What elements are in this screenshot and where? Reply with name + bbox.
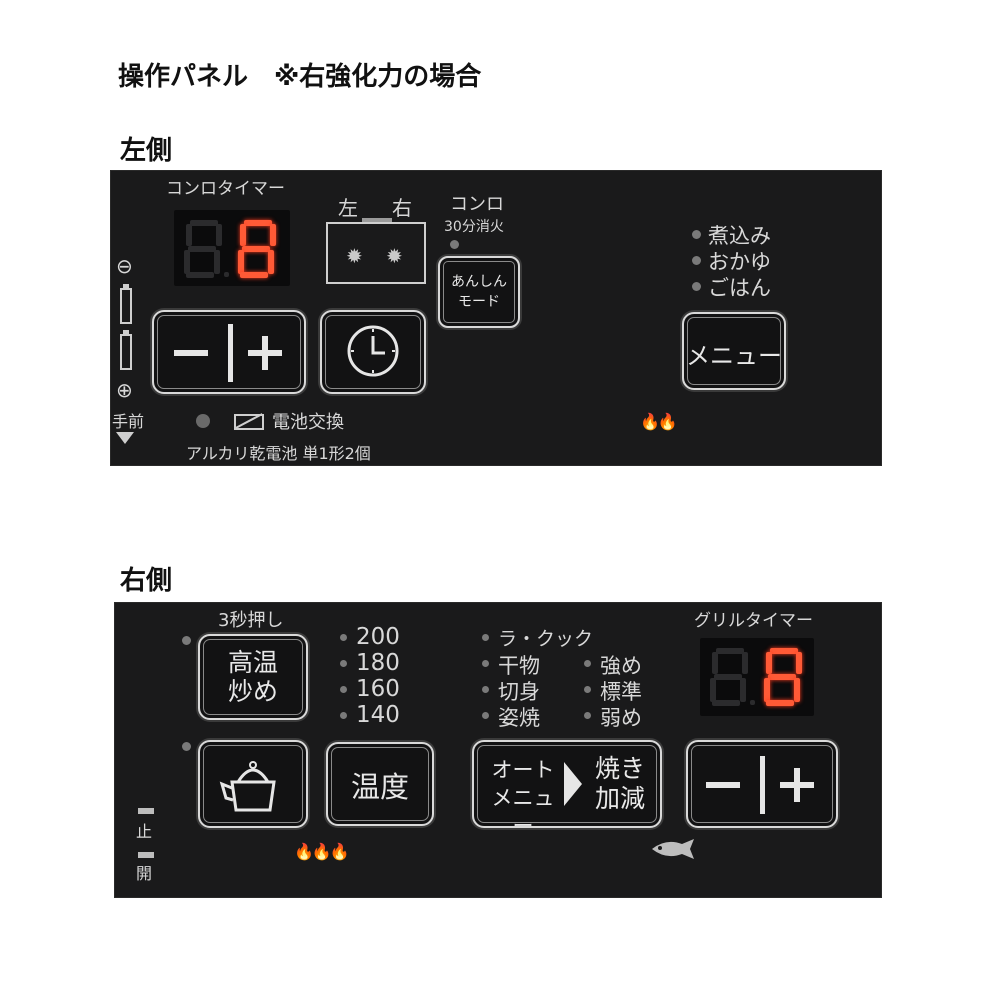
kettle-icon	[219, 761, 276, 812]
auto-menu-bake-adjust-button[interactable]: オート メニュー 焼き 加減	[472, 740, 662, 838]
left-control-panel: ⊖ ⊕ 手前 コンロタイマー 8 左 右 ✹ ✹ コンロ 30分消火	[110, 170, 882, 466]
burner-left-label: 左	[338, 196, 358, 220]
anshin-mode-button[interactable]: あんしん モード	[438, 256, 520, 328]
burner-right-label: 右	[392, 196, 412, 220]
konro-timer-display: 8	[174, 210, 290, 286]
level-led-strong	[584, 660, 591, 667]
temp-180: 180	[356, 650, 400, 676]
burner-select-bar	[362, 218, 392, 223]
mode-led-4	[482, 712, 489, 719]
konro-timer-label: コンロタイマー	[166, 179, 285, 199]
stop-marker-icon	[138, 808, 154, 814]
anshin-mode-label-line1: あんしん	[451, 274, 507, 290]
auto-menu-label-line2: メニュー	[491, 786, 555, 838]
stop-label: 止	[136, 822, 153, 841]
burner-left-indicator-icon: ✹	[346, 244, 363, 268]
battery-replace-label: 電池交換	[272, 412, 344, 433]
temp-200: 200	[356, 624, 400, 650]
level-standard: 標準	[600, 680, 642, 704]
page-title: 操作パネル ※右強化力の場合	[118, 62, 482, 92]
battery-cell-icon	[120, 288, 132, 324]
battery-cell-cap-icon	[123, 330, 129, 334]
temp-led-160	[340, 686, 347, 693]
grill-timer-minus-plus-button[interactable]	[686, 740, 838, 828]
menu-led-3	[692, 282, 701, 291]
temperature-button-label: 温度	[350, 770, 409, 804]
left-panel-heading: 左側	[120, 136, 173, 166]
open-label: 開	[136, 864, 153, 883]
triple-flame-icon: 🔥🔥🔥	[294, 842, 350, 861]
temp-led-200	[340, 634, 347, 641]
burner-right-indicator-icon: ✹	[386, 244, 403, 268]
divider-icon	[760, 756, 765, 814]
menu-button[interactable]: メニュー	[682, 312, 786, 390]
temperature-button[interactable]: 温度	[326, 742, 434, 826]
battery-indicator-led	[196, 414, 210, 428]
front-label: 手前	[112, 412, 145, 431]
mode-whole-fish: 姿焼	[498, 706, 540, 730]
high-temp-label-line1: 高温	[227, 648, 278, 677]
arrow-right-icon	[564, 762, 582, 806]
kettle-button[interactable]	[198, 740, 308, 828]
low-battery-icon	[234, 414, 264, 430]
grill-timer-label: グリルタイマー	[694, 611, 813, 631]
mode-led-3	[482, 686, 489, 693]
kettle-led	[182, 742, 191, 751]
divider-icon	[228, 324, 233, 382]
minus-icon	[706, 782, 740, 788]
menu-item-1: 煮込み	[708, 224, 771, 248]
level-strong: 強め	[600, 654, 642, 678]
anshin-indicator-led	[450, 240, 459, 249]
plus-marker-icon: ⊕	[116, 378, 133, 402]
temp-led-140	[340, 712, 347, 719]
konro-timer-minus-plus-button[interactable]	[152, 310, 306, 394]
minus-icon	[174, 350, 208, 356]
high-temp-stirfry-button[interactable]: 高温 炒め	[198, 634, 308, 720]
plus-icon-vertical	[794, 768, 800, 802]
clock-icon	[347, 325, 399, 377]
bake-adjust-label-line1: 焼き	[594, 754, 645, 783]
konro-label: コンロ	[450, 194, 504, 215]
menu-item-3: ごはん	[708, 276, 771, 300]
right-control-panel: 3秒押し 高温 炒め 200 180 160 140 ラ・クック 干物 切身 姿…	[114, 602, 882, 898]
bake-adjust-label-line2: 加減	[594, 784, 645, 813]
auto-menu-label-line1: オート	[491, 758, 555, 782]
double-flame-icon: 🔥🔥	[640, 412, 678, 431]
mode-led-2	[482, 660, 489, 667]
timer-clock-button[interactable]	[320, 310, 426, 394]
menu-button-label: メニュー	[686, 342, 782, 370]
temp-led-180	[340, 660, 347, 667]
battery-spec-label: アルカリ乾電池 単1形2個	[186, 444, 371, 463]
plus-icon-vertical	[262, 336, 268, 370]
hold-3s-label: 3秒押し	[218, 610, 284, 631]
mode-dried-fish: 干物	[498, 654, 540, 678]
right-panel-heading: 右側	[120, 566, 173, 596]
burner-indicator-box: ✹ ✹	[326, 222, 426, 284]
mode-led-1	[482, 634, 489, 641]
anshin-mode-label-line2: モード	[458, 294, 500, 310]
fish-icon	[652, 839, 694, 859]
mode-fillet: 切身	[498, 680, 540, 704]
level-led-standard	[584, 686, 591, 693]
grill-timer-display: 8	[700, 638, 814, 716]
minus-marker-icon: ⊖	[116, 254, 133, 278]
menu-led-1	[692, 230, 701, 239]
high-temp-label-line2: 炒め	[227, 677, 278, 706]
open-marker-icon	[138, 852, 154, 858]
high-temp-led	[182, 636, 191, 645]
menu-led-2	[692, 256, 701, 265]
auto-off-label: 30分消火	[444, 219, 504, 235]
temp-140: 140	[356, 702, 400, 728]
battery-cell-icon	[120, 334, 132, 370]
battery-cell-cap-icon	[123, 284, 129, 288]
mode-lacook: ラ・クック	[498, 628, 594, 650]
level-led-weak	[584, 712, 591, 719]
level-weak: 弱め	[600, 706, 642, 730]
temp-160: 160	[356, 676, 400, 702]
menu-item-2: おかゆ	[708, 250, 771, 274]
arrow-down-icon	[116, 432, 134, 444]
